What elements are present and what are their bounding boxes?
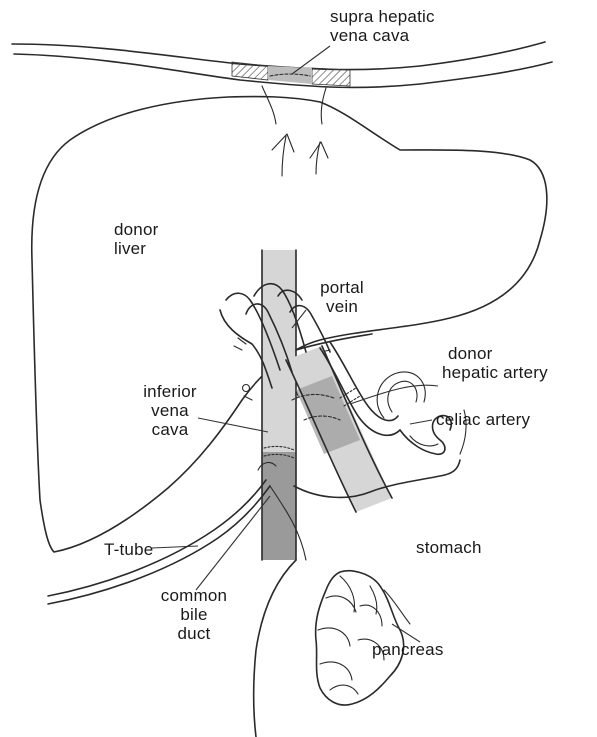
label-donor-liver-line2: liver	[114, 239, 158, 258]
pancreas	[316, 571, 410, 705]
label-stomach: stomach	[416, 538, 482, 557]
label-common-bile-duct-line3: duct	[150, 624, 238, 643]
label-donor-liver: donor liver	[114, 220, 158, 258]
portal-vein	[286, 346, 392, 512]
label-common-bile-duct: common bile duct	[150, 586, 238, 643]
label-donor-hepatic-artery-line1: donor	[442, 344, 548, 363]
label-t-tube: T-tube	[104, 540, 153, 559]
label-supra-hepatic-line1: supra hepatic	[330, 7, 435, 26]
label-supra-hepatic-vena-cava: supra hepatic vena cava	[330, 7, 435, 45]
label-supra-hepatic-line2: vena cava	[330, 26, 435, 45]
label-donor-hepatic-artery-line2: hepatic artery	[442, 363, 548, 382]
label-inferior-vena-cava: inferior vena cava	[130, 382, 210, 439]
label-common-bile-duct-line2: bile	[150, 605, 238, 624]
t-tube	[48, 463, 276, 604]
label-inferior-vena-cava-line3: cava	[130, 420, 210, 439]
label-portal-vein: portal vein	[312, 278, 372, 316]
label-donor-liver-line1: donor	[114, 220, 158, 239]
label-portal-vein-line1: portal	[312, 278, 372, 297]
inferior-vena-cava	[262, 250, 296, 560]
label-donor-hepatic-artery: donor hepatic artery	[442, 344, 548, 382]
label-inferior-vena-cava-line2: vena	[130, 401, 210, 420]
label-pancreas: pancreas	[372, 640, 444, 659]
label-celiac-artery: celiac artery	[436, 410, 530, 429]
label-portal-vein-line2: vein	[312, 297, 372, 316]
suprahepatic-anastomosis	[232, 62, 350, 124]
label-common-bile-duct-line1: common	[150, 586, 238, 605]
label-inferior-vena-cava-line1: inferior	[130, 382, 210, 401]
hepatic-vein-arrows	[272, 134, 328, 176]
